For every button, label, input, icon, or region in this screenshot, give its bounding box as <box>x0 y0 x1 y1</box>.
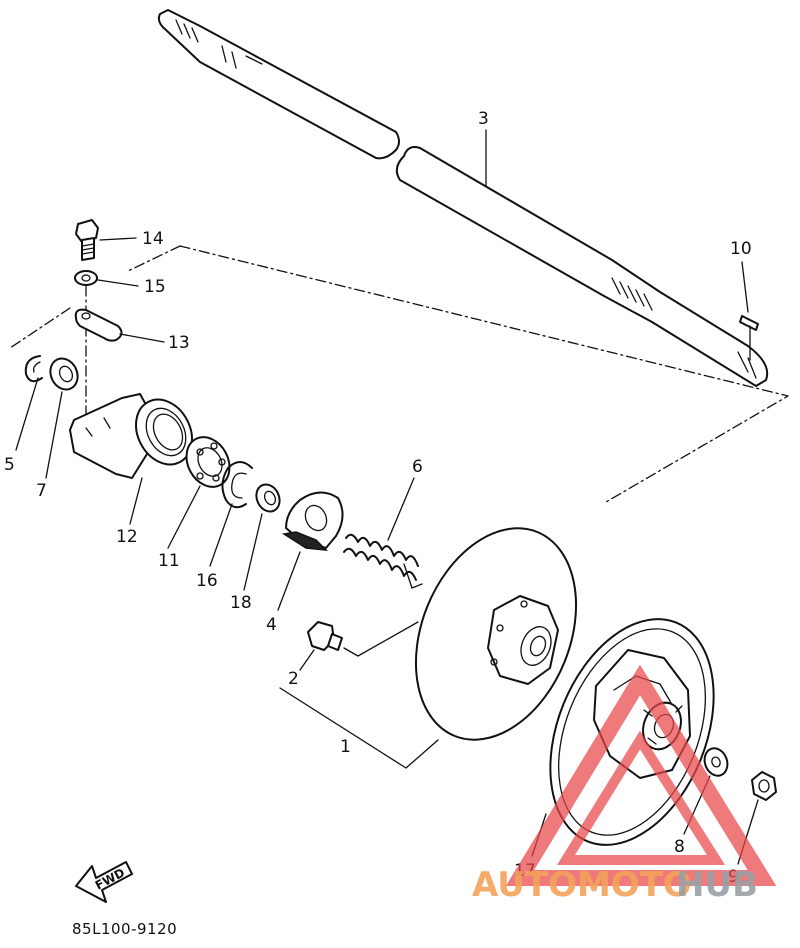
washer-15 <box>74 270 98 286</box>
washer-8 <box>703 747 729 777</box>
assembly-lines <box>9 245 789 769</box>
pin-2 <box>307 621 343 651</box>
circlip-16 <box>221 461 253 509</box>
callout-10: 10 <box>730 239 752 259</box>
callout-6: 6 <box>412 457 423 477</box>
key-10 <box>739 315 759 331</box>
watermark-brand-part-1: AUTOMOTO <box>472 865 692 905</box>
callout-11: 11 <box>158 551 180 571</box>
shaft-lower <box>395 146 769 387</box>
callout-4: 4 <box>266 615 277 635</box>
callout-16: 16 <box>196 571 218 591</box>
callout-5: 5 <box>4 455 15 475</box>
nut-9 <box>751 771 777 801</box>
callout-7: 7 <box>36 481 47 501</box>
washer-7 <box>49 357 79 391</box>
callout-8: 8 <box>674 837 685 857</box>
bearing-housing-12 <box>69 393 193 479</box>
cam-4 <box>281 491 344 551</box>
callout-18: 18 <box>230 593 252 613</box>
callout-3: 3 <box>478 109 489 129</box>
bearing-11 <box>185 436 231 488</box>
diagram-code: 85L100-9120 <box>72 920 177 938</box>
callout-1: 1 <box>340 737 351 757</box>
callout-15: 15 <box>144 277 166 297</box>
collar-18 <box>255 483 281 513</box>
watermark-brand-part-2: HUB <box>676 865 758 905</box>
callout-12: 12 <box>116 527 138 547</box>
bolt-14 <box>75 219 99 261</box>
fwd-arrow-icon: FWD <box>75 861 133 903</box>
shaft-upper <box>157 9 400 160</box>
callout-13: 13 <box>168 333 190 353</box>
callout-2: 2 <box>288 669 299 689</box>
spring-6 <box>343 533 423 589</box>
sheave-1 <box>414 527 578 741</box>
plate-13 <box>74 308 123 342</box>
callout-14: 14 <box>142 229 164 249</box>
circlip-5 <box>24 355 43 383</box>
watermark-logo <box>505 664 777 886</box>
